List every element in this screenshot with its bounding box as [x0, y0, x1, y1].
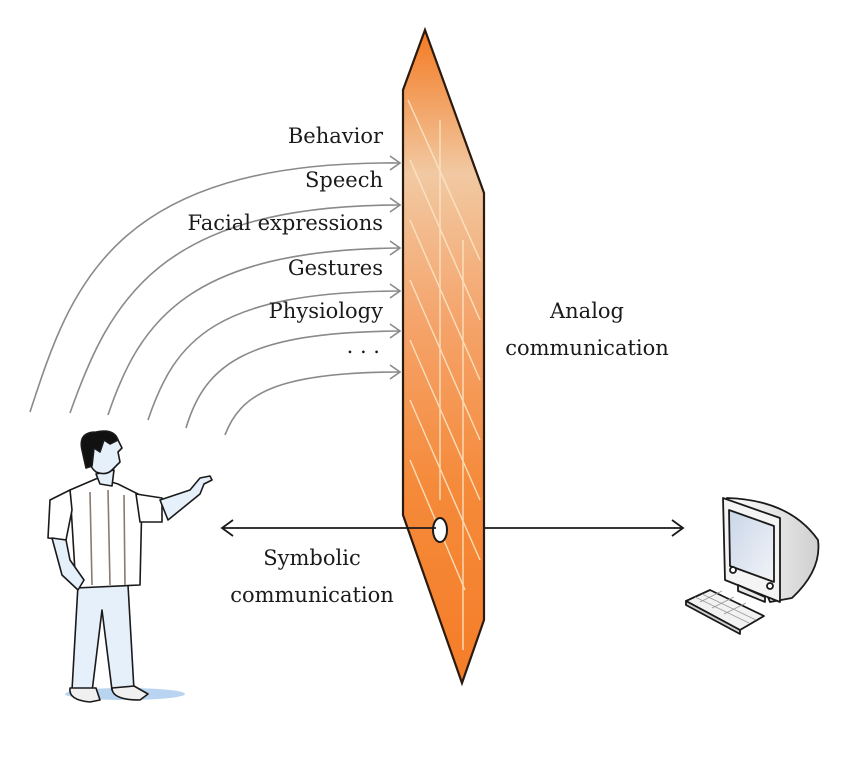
- signal-label-facial-expressions: Facial expressions: [187, 211, 383, 235]
- signal-arrows: [29, 155, 402, 436]
- analog-label-line2: communication: [505, 336, 669, 360]
- person-illustration: [47, 430, 213, 703]
- wall-hole: [432, 517, 448, 543]
- signal-label-more: . . .: [346, 334, 380, 358]
- computer-illustration: [685, 497, 820, 635]
- signal-label-physiology: Physiology: [268, 299, 383, 323]
- symbolic-label-line1: Symbolic: [263, 546, 361, 570]
- signal-arrow-facial: [107, 247, 401, 416]
- signal-label-behavior: Behavior: [287, 124, 383, 148]
- analog-label-line1: Analog: [549, 299, 624, 323]
- signal-arrow-more: [224, 371, 401, 436]
- wall: [401, 26, 486, 687]
- signal-arrow-physiology: [185, 330, 401, 429]
- signal-arrow-gestures: [147, 290, 401, 421]
- symbolic-label-line2: communication: [230, 583, 394, 607]
- signal-arrow-behavior: [29, 162, 401, 413]
- signal-label-gestures: Gestures: [287, 256, 383, 280]
- signal-label-speech: Speech: [305, 168, 383, 192]
- signal-arrow-speech: [69, 204, 401, 414]
- wall-brick-lines: [407, 99, 481, 650]
- symbolic-arrow: [220, 519, 685, 537]
